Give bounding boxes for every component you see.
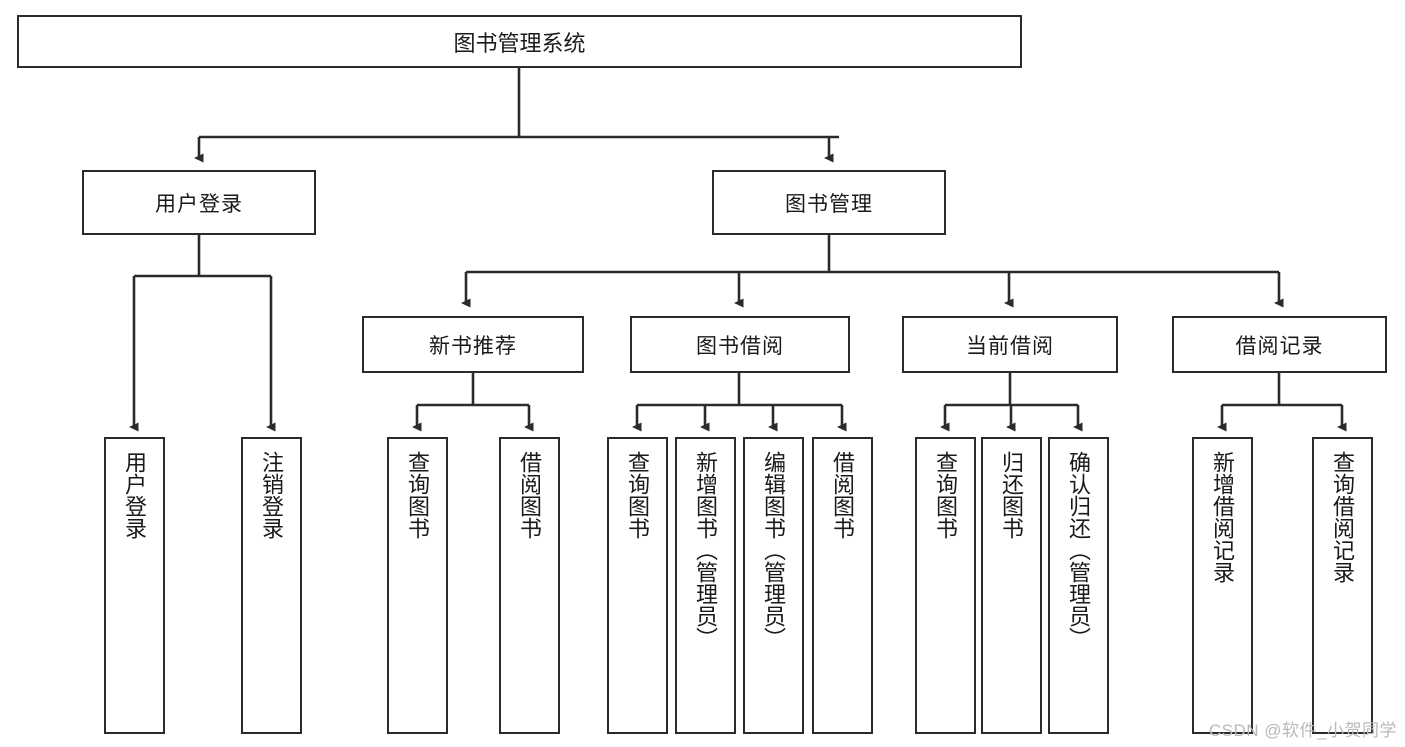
node-book-management[interactable]: 图书管理: [712, 170, 946, 235]
node-label: 新书推荐: [429, 334, 517, 358]
leaf-book-borrow-query[interactable]: 查询图书: [607, 437, 668, 734]
leaf-current-borrow-confirm-return[interactable]: 确认归还（管理员）: [1048, 437, 1109, 734]
node-label: 用户登录: [122, 451, 148, 539]
node-label: 新增借阅记录: [1210, 451, 1236, 583]
node-user-login[interactable]: 用户登录: [82, 170, 316, 235]
leaf-borrow-record-query[interactable]: 查询借阅记录: [1312, 437, 1373, 734]
leaf-borrow-record-add[interactable]: 新增借阅记录: [1192, 437, 1253, 734]
leaf-current-borrow-query[interactable]: 查询图书: [915, 437, 976, 734]
leaf-book-borrow-edit[interactable]: 编辑图书（管理员）: [743, 437, 804, 734]
node-label: 图书管理系统: [453, 30, 586, 56]
csdn-watermark: CSDN @软件_小贺同学: [1208, 721, 1397, 740]
node-new-book-recommend[interactable]: 新书推荐: [362, 316, 584, 373]
node-label: 借阅记录: [1235, 334, 1324, 358]
leaf-user-login-logout[interactable]: 注销登录: [241, 437, 302, 734]
node-label: 归还图书: [999, 451, 1025, 539]
node-label: 确认归还（管理员）: [1066, 451, 1092, 649]
node-root-system[interactable]: 图书管理系统: [17, 15, 1022, 68]
node-book-borrow[interactable]: 图书借阅: [630, 316, 850, 373]
leaf-book-borrow-lend[interactable]: 借阅图书: [812, 437, 873, 734]
node-label: 当前借阅: [966, 334, 1054, 358]
leaf-new-book-borrow[interactable]: 借阅图书: [499, 437, 560, 734]
node-label: 查询图书: [405, 451, 431, 539]
node-label: 注销登录: [259, 451, 285, 539]
node-label: 查询图书: [625, 451, 651, 539]
node-label: 查询借阅记录: [1330, 451, 1356, 583]
node-label: 图书借阅: [696, 334, 784, 358]
leaf-book-borrow-add[interactable]: 新增图书（管理员）: [675, 437, 736, 734]
node-label: 用户登录: [155, 192, 243, 216]
leaf-current-borrow-return[interactable]: 归还图书: [981, 437, 1042, 734]
node-label: 图书管理: [785, 192, 873, 216]
node-label: 借阅图书: [830, 451, 856, 539]
node-label: 借阅图书: [517, 451, 543, 539]
node-label: 查询图书: [933, 451, 959, 539]
leaf-user-login-login[interactable]: 用户登录: [104, 437, 165, 734]
leaf-new-book-query[interactable]: 查询图书: [387, 437, 448, 734]
node-borrow-record[interactable]: 借阅记录: [1172, 316, 1387, 373]
node-label: 编辑图书（管理员）: [761, 451, 787, 649]
node-current-borrow[interactable]: 当前借阅: [902, 316, 1118, 373]
node-label: 新增图书（管理员）: [693, 451, 719, 649]
